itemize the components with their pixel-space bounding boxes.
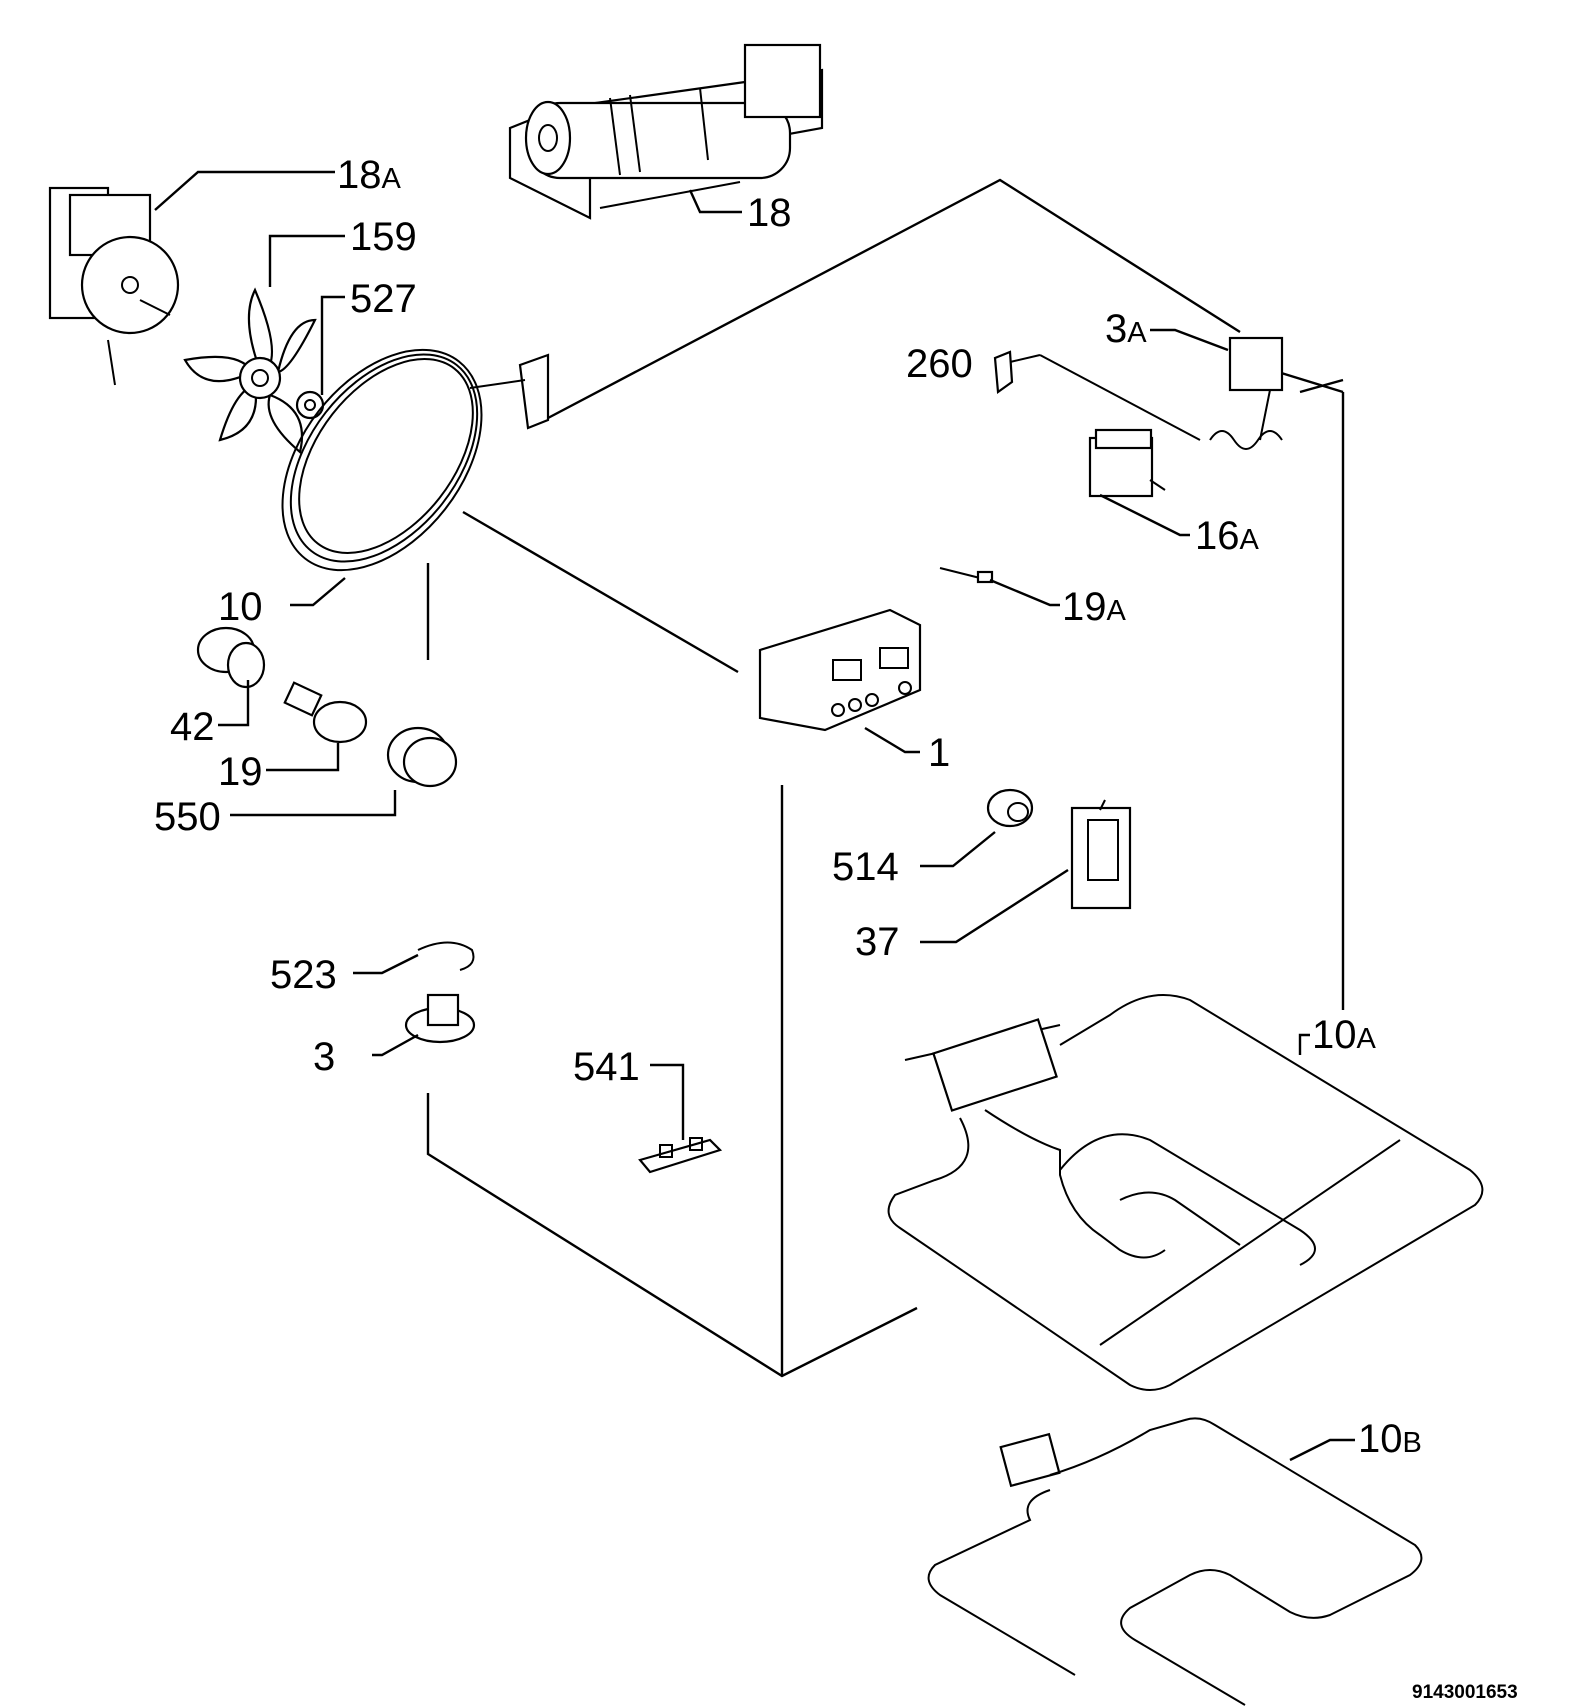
callout-37: 37 [855,920,900,964]
fan-blade-159 [183,287,317,454]
callout-16a: 16A [1195,514,1260,558]
bottom-element-10b [927,1417,1423,1706]
callout-10b: 10B [1358,1417,1422,1461]
callout-labels: 18A 159 527 18 3A 260 16A 19A 10 42 19 5… [154,153,1422,1461]
lamp-cover-550 [386,726,458,788]
selector-switch-16a [1088,428,1166,498]
drawing-number: 9143001653 [1412,1682,1518,1703]
oven-cavity-outline [426,178,1345,1378]
callout-18: 18 [747,191,792,235]
callout-514: 514 [832,845,899,889]
callout-19a: 19A [1062,585,1127,629]
fan-nut-527 [295,390,325,420]
leader-lines [154,170,1355,1462]
terminal-block-541 [638,1137,723,1174]
grill-element-10a [887,994,1484,1391]
callout-527: 527 [350,277,417,321]
tangential-fan-18 [508,43,824,220]
electronic-timer-1 [758,608,922,732]
callout-19: 19 [218,750,263,794]
callout-3a: 3A [1105,307,1147,351]
safety-thermostat-3 [404,993,476,1044]
lamp-holder-42 [196,626,266,689]
circular-heating-element-10 [281,348,550,572]
switch-37 [1070,799,1132,910]
sensor-clip-260 [993,350,1041,395]
lamp-bulb-19 [283,681,368,744]
callout-260: 260 [906,342,973,386]
fan-motor-18a [48,186,180,386]
clip-523 [417,941,475,971]
callout-10: 10 [218,585,263,629]
callout-1: 1 [928,731,950,775]
thermostat-3a [1039,336,1284,450]
callout-541: 541 [573,1045,640,1089]
callout-3: 3 [313,1035,335,1079]
callout-42: 42 [170,705,215,749]
callout-18a: 18A [337,153,402,197]
indicator-lamp-19a [939,567,994,584]
callout-159: 159 [350,215,417,259]
knob-ring-514 [986,788,1034,828]
callout-10a: 10A [1312,1013,1377,1057]
callout-550: 550 [154,795,221,839]
callout-523: 523 [270,953,337,997]
